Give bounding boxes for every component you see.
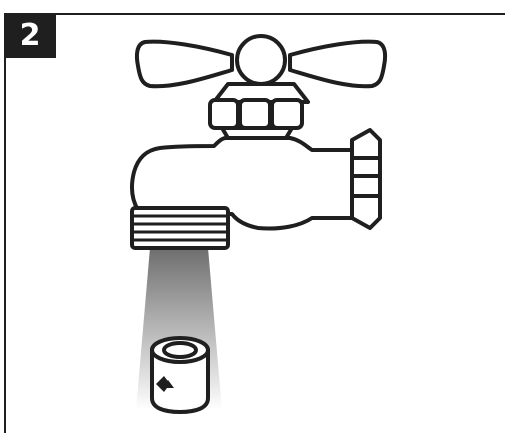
packing-nut-icon	[208, 82, 310, 140]
threaded-spout-icon	[130, 206, 230, 250]
step-number-badge: 2	[4, 13, 56, 58]
hose-adapter-icon	[150, 336, 210, 414]
panel-top-rule	[4, 13, 505, 15]
panel-left-rule	[4, 13, 6, 433]
faucet-handle-icon	[134, 34, 388, 89]
faucet-body-icon	[129, 128, 382, 231]
